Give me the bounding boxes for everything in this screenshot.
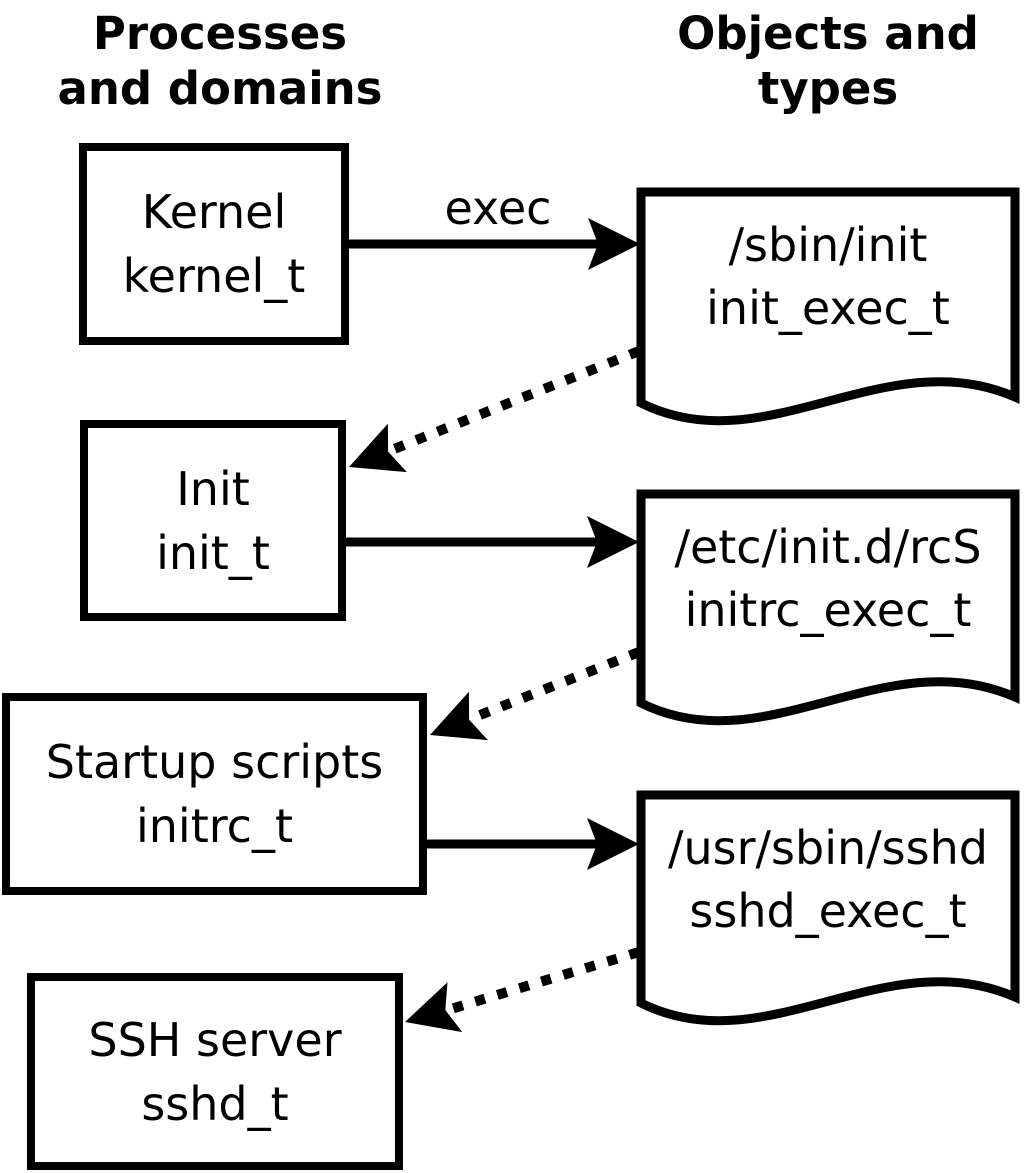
process-name: Startup scripts [45,735,384,789]
object-doc-label-usr-sbin-sshd: /usr/sbin/sshd sshd_exec_t [641,817,1015,943]
object-path: /sbin/init [728,218,928,272]
transition-arrow-sbin-init-to-init [349,346,641,473]
process-box-ssh-server: SSH server sshd_t [27,973,403,1170]
document-shape-sbin-init [636,187,1020,426]
exec-arrow-init-to-etc-initd-rcs [346,516,639,568]
exec-arrow-kernel-to-sbin-init [349,218,640,270]
document-shape-usr-sbin-sshd [636,790,1020,1026]
column-header-processes-line1: Processes [92,7,348,60]
process-name: Kernel [141,185,287,239]
column-header-processes-line2: and domains [57,62,383,115]
object-type: initrc_exec_t [684,583,972,637]
process-name: Init [176,461,250,516]
transition-arrow-rcs-to-startup-scripts [430,647,641,741]
column-header-objects-and-types: Objects and types [628,6,1024,116]
transition-arrow-sshd-to-ssh-server [405,947,641,1033]
process-domain-type: initrc_t [136,799,293,853]
column-header-objects-line2: types [757,62,899,115]
object-path: /usr/sbin/sshd [668,821,988,875]
object-doc-label-etc-initd-rcs: /etc/init.d/rcS initrc_exec_t [641,516,1015,642]
exec-arrow-startup-scripts-to-usr-sbin-sshd [427,818,639,870]
process-name: SSH server [88,1012,342,1067]
object-type: sshd_exec_t [689,884,967,938]
object-type: init_exec_t [706,281,950,335]
column-header-objects-line1: Objects and [677,7,979,60]
process-domain-type: kernel_t [122,249,306,303]
exec-arrow-label: exec [444,181,552,235]
document-shape-etc-initd-rcs [636,489,1020,726]
process-domain-type: init_t [156,525,270,580]
object-path: /etc/init.d/rcS [674,520,982,574]
process-domain-type: sshd_t [141,1076,289,1131]
column-header-processes-and-domains: Processes and domains [15,6,425,116]
process-box-kernel: Kernel kernel_t [79,143,349,345]
object-doc-label-sbin-init: /sbin/init init_exec_t [641,214,1015,340]
process-box-init: Init init_t [80,420,346,621]
process-box-startup-scripts: Startup scripts initrc_t [2,693,427,895]
